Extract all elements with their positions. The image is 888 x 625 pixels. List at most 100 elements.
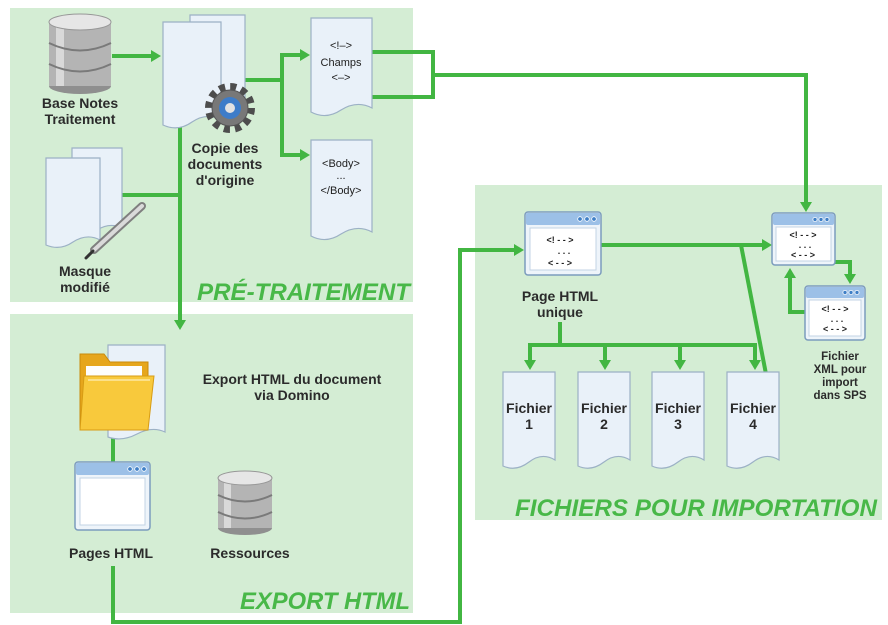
panel-fichiers-title: FICHIERS POUR IMPORTATION bbox=[515, 495, 878, 522]
gear-icon bbox=[205, 83, 255, 133]
page-unique-line-1: <! - - > bbox=[546, 235, 573, 245]
window-title-bar bbox=[773, 214, 834, 225]
pages-html-label: Pages HTML bbox=[69, 545, 153, 561]
window-dot bbox=[824, 216, 830, 222]
body-document-icon: <Body> ... </Body> bbox=[310, 139, 373, 241]
browser-window-icon: <! - - > . . . < - - > bbox=[771, 212, 836, 266]
database-shine bbox=[56, 24, 64, 86]
connector-xml-loop-down bbox=[835, 260, 852, 275]
document-icon bbox=[651, 371, 705, 469]
pen-icon bbox=[84, 202, 146, 260]
gear-hub bbox=[225, 103, 235, 113]
window-dot bbox=[842, 289, 848, 295]
body-line-3: </Body> bbox=[321, 185, 362, 197]
page-unique-line-3: < - - > bbox=[548, 258, 572, 268]
arrowhead bbox=[762, 239, 772, 251]
export-label-line-1: Export HTML du document bbox=[203, 371, 382, 387]
base-notes-label-line-1: Base Notes bbox=[42, 95, 118, 111]
xml-window-2-line-2: . . . bbox=[831, 314, 844, 324]
fichier-1-label: Fichier bbox=[506, 400, 552, 416]
window-dot bbox=[848, 289, 854, 295]
arrowhead bbox=[800, 202, 812, 212]
panel-pretraitement-title: PRÉ-TRAITEMENT bbox=[197, 278, 412, 306]
window-content bbox=[775, 226, 832, 262]
xml-label-line-1: Fichier bbox=[821, 351, 859, 363]
fichier-3-label: Fichier bbox=[655, 400, 701, 416]
document-icon bbox=[577, 371, 631, 469]
connector-xml-loop-up bbox=[788, 277, 805, 314]
xml-window-1-line-1: <! - - > bbox=[789, 230, 816, 240]
masque-label-line-1: Masque bbox=[59, 263, 111, 279]
fichier-2-label: Fichier bbox=[581, 400, 627, 416]
browser-window-icon: <! - - > . . . < - - > bbox=[524, 211, 602, 276]
copie-label-line-1: Copie des bbox=[192, 140, 259, 156]
window-dot bbox=[127, 466, 133, 472]
folder-front bbox=[79, 375, 155, 431]
arrowhead bbox=[784, 268, 796, 278]
xml-window-2-line-3: < - - > bbox=[823, 324, 847, 334]
arrowhead bbox=[151, 50, 161, 62]
panel-export-html-title: EXPORT HTML bbox=[240, 588, 410, 615]
body-page bbox=[310, 139, 373, 241]
fichier-4-label: Fichier bbox=[730, 400, 776, 416]
masque-label-line-2: modifié bbox=[60, 279, 110, 295]
panel-export-html bbox=[10, 314, 413, 613]
gear-teeth bbox=[205, 83, 255, 133]
window-content bbox=[529, 227, 597, 271]
export-label-line-2: via Domino bbox=[254, 387, 329, 403]
pen-body bbox=[92, 204, 144, 252]
xml-window-2-line-1: <! - - > bbox=[821, 304, 848, 314]
database-shine bbox=[224, 480, 231, 528]
fichier-2: Fichier 2 bbox=[577, 371, 631, 469]
fichier-1-number: 1 bbox=[525, 416, 533, 432]
database-band bbox=[48, 42, 112, 52]
xml-label-line-4: dans SPS bbox=[813, 390, 866, 402]
window-content bbox=[79, 477, 146, 526]
window-title-bar bbox=[806, 287, 864, 298]
fichier-3-number: 3 bbox=[674, 416, 682, 432]
page-unique-line-2: . . . bbox=[558, 246, 571, 256]
window-dot bbox=[577, 216, 583, 222]
database-band bbox=[217, 511, 273, 520]
champs-line-1: <!–> bbox=[330, 40, 352, 52]
arrowhead bbox=[300, 149, 310, 161]
fichier-3: Fichier 3 bbox=[651, 371, 705, 469]
documents-pen-icon bbox=[45, 147, 146, 260]
xml-window-1-line-3: < - - > bbox=[791, 250, 815, 260]
document-front-page bbox=[45, 157, 101, 248]
database-top bbox=[217, 470, 273, 486]
browser-window-icon: <! - - > . . . < - - > bbox=[804, 285, 866, 341]
champs-page bbox=[310, 17, 373, 117]
document-icon bbox=[726, 371, 780, 469]
xml-label-line-2: XML pour bbox=[814, 364, 867, 376]
fichier-2-number: 2 bbox=[600, 416, 608, 432]
database-icon bbox=[217, 470, 273, 535]
body-line-1: <Body> bbox=[322, 158, 360, 170]
champs-line-3: <–> bbox=[332, 72, 351, 84]
fichier-4: Fichier 4 bbox=[726, 371, 780, 469]
window-dot bbox=[141, 466, 147, 472]
browser-window-icon bbox=[74, 461, 151, 531]
arrowhead bbox=[844, 274, 856, 284]
connector-fichier-4-to-xml bbox=[739, 244, 768, 375]
body-line-2: ... bbox=[336, 170, 345, 182]
window-dot bbox=[584, 216, 590, 222]
window-title-bar bbox=[526, 213, 600, 225]
window-title-bar bbox=[76, 463, 149, 475]
pen-tip bbox=[84, 249, 95, 260]
arrowhead bbox=[514, 244, 524, 256]
copie-label-line-2: documents bbox=[188, 156, 263, 172]
connector-pages-to-unique bbox=[111, 248, 515, 624]
arrowhead bbox=[749, 360, 761, 370]
arrowhead bbox=[300, 49, 310, 61]
fichier-4-number: 4 bbox=[749, 416, 757, 432]
window-dot bbox=[854, 289, 860, 295]
xml-window-1-line-2: . . . bbox=[799, 240, 812, 250]
window-dot bbox=[812, 216, 818, 222]
database-band bbox=[48, 63, 112, 73]
window-content bbox=[808, 299, 862, 337]
document-icon bbox=[502, 371, 556, 469]
window-dot bbox=[591, 216, 597, 222]
champs-document-icon: <!–> Champs <–> bbox=[310, 17, 373, 117]
